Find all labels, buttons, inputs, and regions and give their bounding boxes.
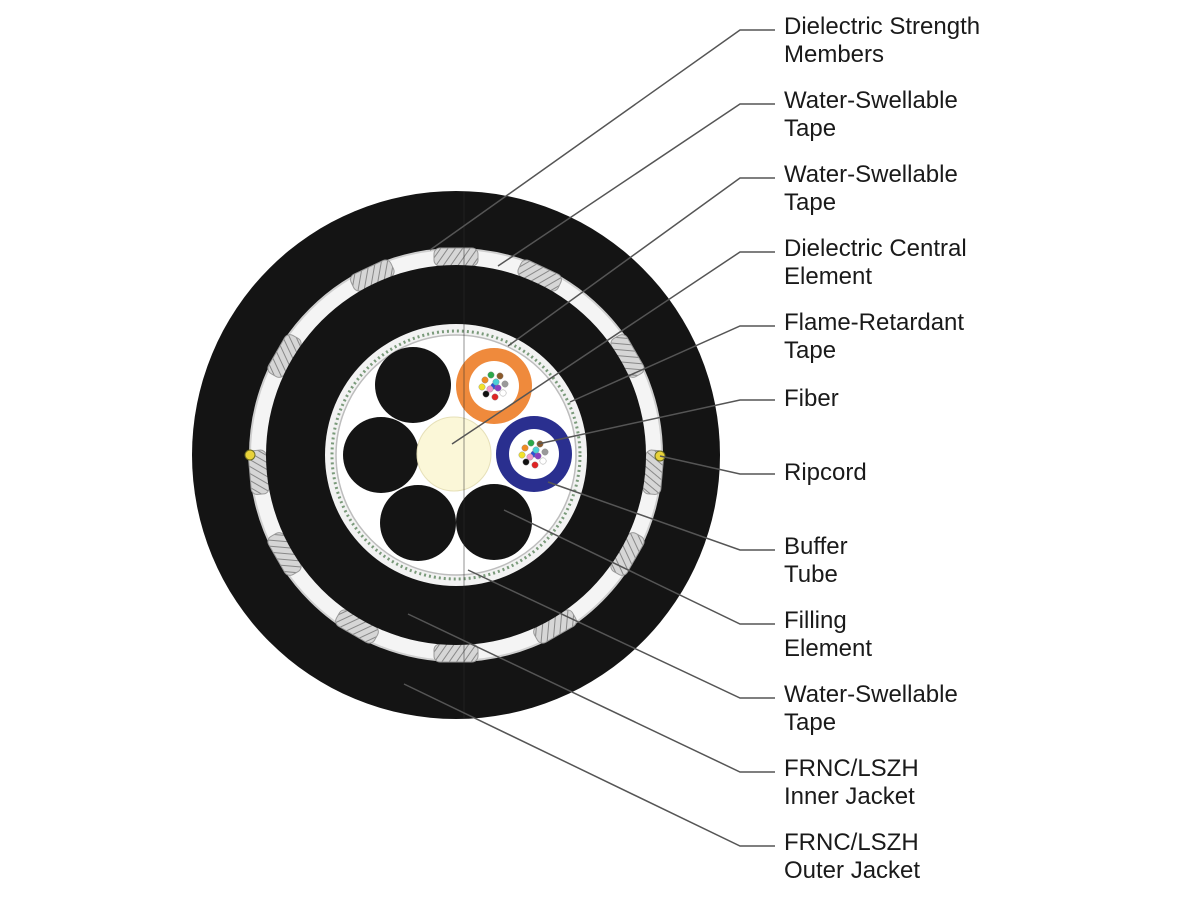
fiber: [526, 453, 534, 461]
leader-filling-element: [503, 509, 775, 625]
ripcord: [244, 449, 256, 461]
fiber: [486, 385, 494, 393]
leader-dielectric-strength-members: [429, 29, 775, 251]
leader-water-swellable-tape-inner: [467, 569, 775, 699]
fiber-bundle-blue: [518, 439, 549, 469]
fiber: [539, 457, 547, 465]
fiber: [492, 378, 500, 386]
fiber: [534, 452, 542, 460]
fiber: [481, 376, 489, 384]
fiber: [527, 439, 535, 447]
fiber: [521, 444, 529, 452]
fiber: [478, 383, 486, 391]
strength-member: [433, 247, 479, 267]
fiber: [501, 380, 509, 388]
flame-retardant-tape-ring: [330, 329, 582, 581]
fiber-bundle-orange: [478, 371, 509, 401]
dielectric-central-element: [416, 416, 492, 492]
leader-water-swellable-tape-middle: [507, 177, 775, 347]
fiber: [532, 446, 540, 454]
leader-dielectric-central-element: [451, 251, 775, 445]
fiber: [487, 371, 495, 379]
filling-element-bottom-right: [456, 484, 532, 560]
fiber: [496, 372, 504, 380]
fiber: [531, 461, 539, 469]
leader-ripcord: [659, 455, 775, 475]
leader-buffer-tube: [547, 481, 775, 551]
fiber: [499, 389, 507, 397]
leader-outer-jacket: [403, 683, 775, 847]
fiber: [494, 384, 502, 392]
label-ripcord: Ripcord: [784, 459, 867, 486]
filling-element-bottom-left: [380, 485, 456, 561]
leader-water-swellable-tape-outer: [497, 103, 775, 267]
label-fiber: Fiber: [784, 385, 839, 412]
leader-flame-retardant-tape: [569, 325, 775, 403]
filling-element-top-left: [375, 347, 451, 423]
leader-lines: [403, 29, 775, 847]
strength-member: [433, 643, 479, 663]
fiber: [482, 390, 490, 398]
fiber: [491, 393, 499, 401]
filling-element-left: [343, 417, 419, 493]
leader-fiber: [537, 399, 775, 445]
leader-inner-jacket: [407, 613, 775, 773]
fiber: [541, 448, 549, 456]
fiber: [518, 451, 526, 459]
fiber: [522, 458, 530, 466]
